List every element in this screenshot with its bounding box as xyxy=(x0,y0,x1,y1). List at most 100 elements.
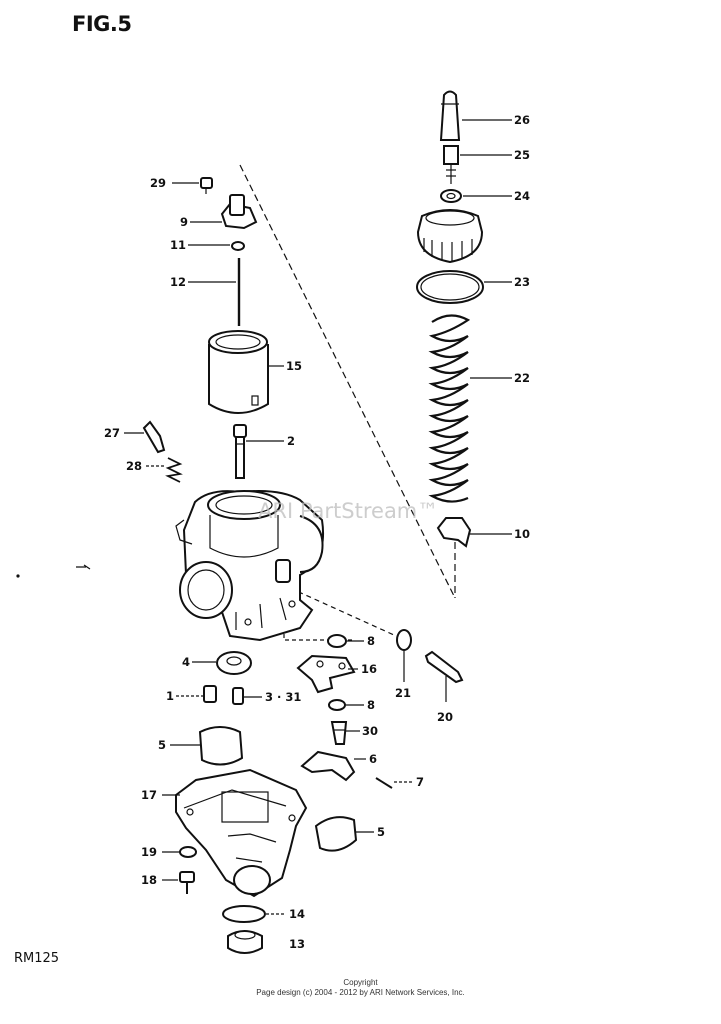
callout-label: 26 xyxy=(514,113,530,127)
part-21-float-needle[interactable] xyxy=(396,629,412,651)
callout-label: 11 xyxy=(170,238,186,252)
callout-label: 2 xyxy=(287,434,295,448)
callout-2[interactable]: 2 xyxy=(246,434,295,448)
callout-30[interactable]: 30 xyxy=(346,724,378,738)
part-16-plate[interactable] xyxy=(296,654,356,694)
part-2-needle-jet[interactable] xyxy=(233,424,247,479)
part-18-bolt[interactable] xyxy=(179,871,195,894)
callout-label: 29 xyxy=(150,176,166,190)
callout-label: 28 xyxy=(126,459,142,473)
callout-16[interactable]: 16 xyxy=(348,662,377,676)
part-13-drain-plug[interactable] xyxy=(227,930,263,954)
callout-5a[interactable]: 5 xyxy=(158,738,200,752)
watermark: ARI PartStream™ xyxy=(258,499,438,523)
callout-8a[interactable]: 8 xyxy=(347,634,375,648)
callout-label: 21 xyxy=(395,686,411,700)
part-4-seat[interactable] xyxy=(216,651,252,675)
callout-13[interactable]: 13 xyxy=(289,937,305,951)
part-3-pilot-jet[interactable] xyxy=(232,687,244,705)
callout-label: 15 xyxy=(286,359,302,373)
callout-23[interactable]: 23 xyxy=(484,275,530,289)
part-29-screw[interactable] xyxy=(200,177,213,194)
callout-10[interactable]: 10 xyxy=(470,527,530,541)
callout-label: 8 xyxy=(367,698,375,712)
callout-12[interactable]: 12 xyxy=(170,275,236,289)
callout-20[interactable]: 20 xyxy=(437,676,453,724)
part-10-needle-clip[interactable] xyxy=(436,517,472,548)
callout-label: 4 xyxy=(182,655,190,669)
callout-6[interactable]: 6 xyxy=(354,752,377,766)
part-8-o-ring-lower[interactable] xyxy=(328,699,346,711)
stray-marks xyxy=(16,564,91,578)
callout-label: 5 xyxy=(377,825,385,839)
callout-29[interactable]: 29 xyxy=(150,176,199,190)
part-28-spring[interactable] xyxy=(165,457,183,483)
part-top-cap[interactable] xyxy=(416,209,484,264)
callout-7[interactable]: 7 xyxy=(394,775,424,789)
footer-page-design: Page design (c) 2004 - 2012 by ARI Netwo… xyxy=(256,988,465,997)
part-19-washer[interactable] xyxy=(179,846,197,858)
callout-8b[interactable]: 8 xyxy=(346,698,375,712)
part-26-cap-cover[interactable] xyxy=(439,90,461,141)
callout-label: 6 xyxy=(369,752,377,766)
part-14-gasket[interactable] xyxy=(222,905,266,923)
figure-title: FIG.5 xyxy=(72,12,132,36)
part-7-pin[interactable] xyxy=(375,777,393,789)
part-24-nut[interactable] xyxy=(440,189,462,203)
callout-24[interactable]: 24 xyxy=(463,189,530,203)
callout-label: 10 xyxy=(514,527,530,541)
part-27-air-screw[interactable] xyxy=(142,420,166,454)
callout-27[interactable]: 27 xyxy=(104,426,144,440)
part-11-washer[interactable] xyxy=(231,241,245,251)
callout-label: 24 xyxy=(514,189,530,203)
part-5-cap-right[interactable] xyxy=(314,816,358,852)
part-30-valve-seat[interactable] xyxy=(330,721,348,745)
callout-4[interactable]: 4 xyxy=(182,655,216,669)
callout-label: 30 xyxy=(362,724,378,738)
part-22-spring[interactable] xyxy=(428,314,471,503)
part-1-main-jet[interactable] xyxy=(203,685,217,703)
callout-label: 17 xyxy=(141,788,157,802)
part-5-cap-left[interactable] xyxy=(198,726,244,766)
callout-26[interactable]: 26 xyxy=(462,113,530,127)
callout-label: 25 xyxy=(514,148,530,162)
part-9-plate[interactable] xyxy=(220,194,258,230)
part-6-float-arm[interactable] xyxy=(300,750,356,782)
callout-label: 1 xyxy=(166,689,174,703)
callout-label: 19 xyxy=(141,845,157,859)
footer-copyright: Copyright xyxy=(343,978,378,987)
callout-19[interactable]: 19 xyxy=(141,845,180,859)
callout-18[interactable]: 18 xyxy=(141,873,178,887)
callout-5b[interactable]: 5 xyxy=(356,825,385,839)
callout-label: 12 xyxy=(170,275,186,289)
callout-28[interactable]: 28 xyxy=(126,459,166,473)
callout-3-31[interactable]: 3 · 31 xyxy=(244,690,301,704)
callout-label: 13 xyxy=(289,937,305,951)
callout-11[interactable]: 11 xyxy=(170,238,230,252)
part-23-o-ring[interactable] xyxy=(416,270,484,304)
callout-21[interactable]: 21 xyxy=(395,650,411,700)
carburetor-body[interactable] xyxy=(175,490,324,642)
callout-25[interactable]: 25 xyxy=(460,148,530,162)
callout-label: 16 xyxy=(361,662,377,676)
callouts: 26 25 24 23 22 10 29 9 11 12 15 27 2 28 … xyxy=(104,113,530,951)
callout-label: 18 xyxy=(141,873,157,887)
part-8-o-ring-upper[interactable] xyxy=(327,634,347,648)
callout-label: 23 xyxy=(514,275,530,289)
part-15-throttle-valve[interactable] xyxy=(208,330,269,414)
part-20-pilot-screw[interactable] xyxy=(424,650,464,684)
callout-1[interactable]: 1 xyxy=(166,689,203,703)
part-25-adjuster[interactable] xyxy=(443,145,459,184)
callout-label: 9 xyxy=(180,215,188,229)
callout-label: 7 xyxy=(416,775,424,789)
callout-14[interactable]: 14 xyxy=(266,907,305,921)
callout-label: 5 xyxy=(158,738,166,752)
callout-label: 20 xyxy=(437,710,453,724)
callout-9[interactable]: 9 xyxy=(180,215,222,229)
callout-15[interactable]: 15 xyxy=(268,359,302,373)
callout-22[interactable]: 22 xyxy=(470,371,530,385)
callout-17[interactable]: 17 xyxy=(141,788,180,802)
callout-label: 14 xyxy=(289,907,305,921)
part-17-float-bowl[interactable] xyxy=(175,768,308,898)
